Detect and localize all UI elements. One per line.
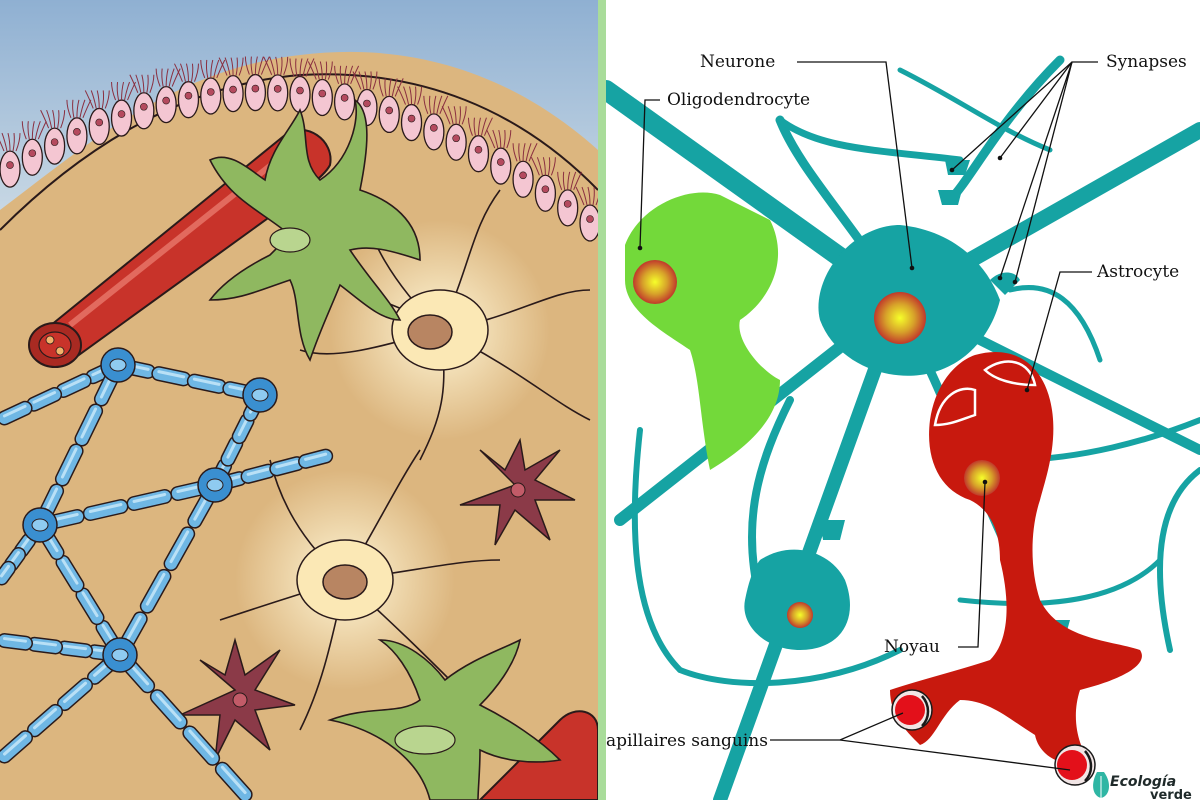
ependymal-cell	[21, 138, 43, 176]
astrocyte-nucleus	[964, 460, 1000, 496]
green-glial-cell	[208, 98, 562, 800]
panel-divider	[598, 0, 606, 800]
ecologia-verde-logo: Ecología verde	[1093, 772, 1192, 800]
neuron-nucleus	[874, 292, 926, 344]
leader-dots	[637, 155, 1030, 485]
ependymal-cell	[333, 83, 356, 121]
astrocyte-nucleus	[322, 564, 368, 600]
label-oligodendrocyte: Oligodendrocyte	[667, 90, 810, 110]
oligodendrocyte-nucleus	[633, 260, 677, 304]
ependymal-cell	[579, 204, 598, 242]
ependymal-cell	[400, 103, 423, 142]
label-capillaires: apillaires sanguins	[606, 731, 768, 751]
ependymal-cell	[423, 113, 445, 151]
label-synapses: Synapses	[1106, 52, 1187, 72]
oligodendrocyte-network	[0, 347, 334, 800]
ependymal-cell	[110, 99, 133, 137]
ependymal-cell	[200, 77, 222, 115]
ependymal-cell	[88, 107, 110, 146]
labeled-glia-diagram: Neurone Oligodendrocyte Synapses Astrocy…	[606, 0, 1200, 800]
leader-lines	[639, 61, 1098, 771]
label-astrocyte: Astrocyte	[1096, 262, 1179, 282]
ependymal-cell	[467, 135, 490, 173]
ependymal-cell	[534, 174, 557, 212]
astrocyte-nucleus	[407, 314, 453, 350]
label-noyau: Noyau	[884, 637, 940, 657]
ependymal-cell	[557, 189, 579, 227]
ependymal-cell	[445, 123, 467, 161]
brand-line2: verde	[1150, 788, 1192, 800]
ependymal-cell	[177, 81, 200, 119]
ependymal-cell	[289, 75, 311, 114]
ependymal-cell	[490, 147, 512, 185]
label-neurone: Neurone	[700, 52, 775, 72]
ependymal-cell	[244, 73, 267, 112]
ependymal-cell	[43, 127, 66, 165]
ventricle	[0, 0, 598, 210]
ependymal-cell	[267, 74, 289, 112]
ependymal-cell	[155, 85, 177, 124]
ependymal-cell	[512, 160, 534, 198]
ependymal-cell	[311, 78, 333, 117]
ependymal-cell	[378, 95, 400, 134]
blood-capillaries	[891, 689, 1096, 786]
ependymal-cell	[222, 74, 244, 113]
brain-tissue-illustration	[0, 0, 598, 800]
small-neuron	[744, 549, 850, 650]
ependymal-cell	[0, 150, 21, 188]
astrocyte-processes	[219, 189, 591, 731]
astrocyte-cell	[890, 352, 1142, 764]
ependymal-cell	[66, 117, 88, 155]
brand-line1: Ecología	[1110, 774, 1176, 790]
ependymal-cell	[133, 92, 155, 130]
